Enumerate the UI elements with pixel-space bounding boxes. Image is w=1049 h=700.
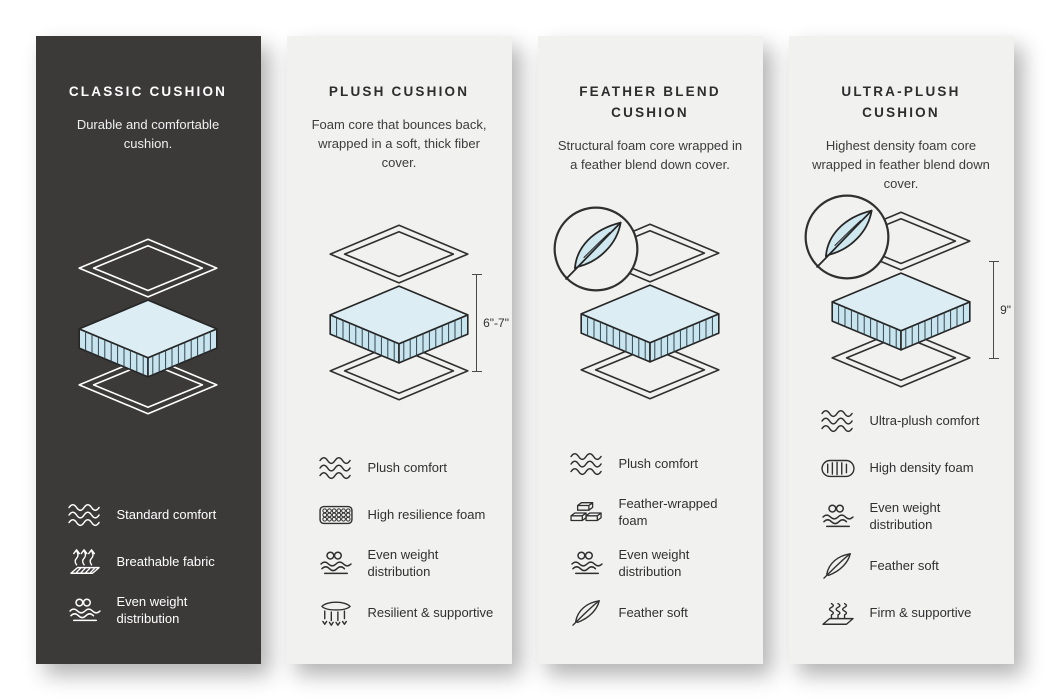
feature-row: High resilience foam bbox=[317, 500, 498, 530]
feature-label: Feather-wrapped foam bbox=[618, 496, 718, 529]
feature-row: Even weight distribution bbox=[317, 547, 498, 581]
card-plush-cushion: PLUSH CUSHION Foam core that bounces bac… bbox=[286, 36, 512, 664]
cushion-layers-diagram bbox=[68, 236, 228, 417]
feature-label: High resilience foam bbox=[367, 506, 486, 522]
waves-icon bbox=[568, 449, 606, 479]
feature-label: Even weight distribution bbox=[618, 547, 690, 580]
card-title: CLASSIC CUSHION bbox=[68, 84, 228, 99]
feature-label: Standard comfort bbox=[116, 506, 217, 522]
spring-support-icon bbox=[317, 598, 355, 628]
card-description: Durable and comfortable cushion. bbox=[76, 116, 220, 151]
density-foam-icon bbox=[819, 453, 857, 483]
feature-row: Even weight distribution bbox=[819, 500, 1000, 534]
feature-label: High density foam bbox=[869, 459, 974, 475]
feature-row: Firm & supportive bbox=[819, 598, 1000, 628]
feather-badge-icon bbox=[552, 205, 640, 293]
firm-support-icon bbox=[819, 598, 857, 628]
even-weight-icon bbox=[66, 596, 104, 626]
feature-row: Ultra-plush comfort bbox=[819, 406, 1000, 436]
feature-label: Firm & supportive bbox=[869, 604, 972, 620]
feature-row: Even weight distribution bbox=[568, 547, 749, 581]
feature-label: Even weight distribution bbox=[367, 547, 439, 580]
feature-list: Plush comfort Feather-wrapped foam Even … bbox=[538, 449, 763, 628]
card-description: Structural foam core wrapped in a feathe… bbox=[557, 137, 743, 172]
brick-foam-icon bbox=[568, 498, 606, 528]
feature-label: Resilient & supportive bbox=[367, 604, 494, 620]
height-measure: 6"-7" bbox=[471, 274, 509, 373]
card-title: ULTRA-PLUSH CUSHION bbox=[841, 84, 961, 120]
feature-row: Plush comfort bbox=[317, 453, 498, 483]
feature-row: High density foam bbox=[819, 453, 1000, 483]
feather-icon bbox=[819, 551, 857, 581]
feature-label: Plush comfort bbox=[367, 459, 447, 475]
honeycomb-foam-icon bbox=[317, 500, 355, 530]
feature-row: Standard comfort bbox=[66, 500, 247, 530]
feature-row: Plush comfort bbox=[568, 449, 749, 479]
height-measure: 9" bbox=[988, 261, 1011, 360]
cushion-illustration bbox=[570, 221, 730, 402]
feature-row: Resilient & supportive bbox=[317, 598, 498, 628]
feature-row: Feather soft bbox=[819, 551, 1000, 581]
measure-line bbox=[988, 261, 999, 360]
feature-label: Breathable fabric bbox=[116, 553, 215, 569]
card-title: PLUSH CUSHION bbox=[328, 84, 470, 99]
even-weight-icon bbox=[317, 549, 355, 579]
even-weight-icon bbox=[568, 549, 606, 579]
feature-list: Ultra-plush comfort High density foam Ev… bbox=[789, 406, 1014, 628]
feature-row: Feather-wrapped foam bbox=[568, 496, 749, 530]
cushion-layers-diagram bbox=[319, 222, 479, 403]
measure-line bbox=[471, 274, 482, 373]
feature-list: Standard comfort Breathable fabric Even … bbox=[36, 500, 261, 628]
cushion-illustration: 6"-7" bbox=[319, 222, 509, 403]
feature-list: Plush comfort High resilience foam Even … bbox=[287, 453, 512, 628]
feather-icon bbox=[568, 598, 606, 628]
waves-icon bbox=[317, 453, 355, 483]
feature-row: Feather soft bbox=[568, 598, 749, 628]
cushion-illustration bbox=[68, 236, 228, 417]
feature-label: Feather soft bbox=[618, 604, 688, 620]
card-classic-cushion: CLASSIC CUSHION Durable and comfortable … bbox=[35, 36, 261, 664]
card-feather-blend-cushion: FEATHER BLEND CUSHION Structural foam co… bbox=[537, 36, 763, 664]
waves-icon bbox=[66, 500, 104, 530]
measure-label: 6"-7" bbox=[483, 316, 509, 331]
feature-label: Plush comfort bbox=[618, 455, 698, 471]
card-description: Highest density foam core wrapped in fea… bbox=[812, 137, 990, 191]
feather-badge-icon bbox=[803, 193, 891, 281]
even-weight-icon bbox=[819, 502, 857, 532]
card-description: Foam core that bounces back, wrapped in … bbox=[311, 116, 487, 170]
breathable-icon bbox=[66, 547, 104, 577]
feature-label: Even weight distribution bbox=[116, 594, 188, 627]
feature-label: Ultra-plush comfort bbox=[869, 412, 980, 428]
measure-label: 9" bbox=[1000, 303, 1011, 318]
feature-label: Feather soft bbox=[869, 557, 939, 573]
waves-icon bbox=[819, 406, 857, 436]
card-title: FEATHER BLEND CUSHION bbox=[579, 84, 721, 120]
feature-row: Even weight distribution bbox=[66, 594, 247, 628]
card-ultra-plush-cushion: ULTRA-PLUSH CUSHION Highest density foam… bbox=[788, 36, 1014, 664]
feature-row: Breathable fabric bbox=[66, 547, 247, 577]
cushion-illustration: 9" bbox=[821, 209, 1011, 390]
feature-label: Even weight distribution bbox=[869, 500, 941, 533]
